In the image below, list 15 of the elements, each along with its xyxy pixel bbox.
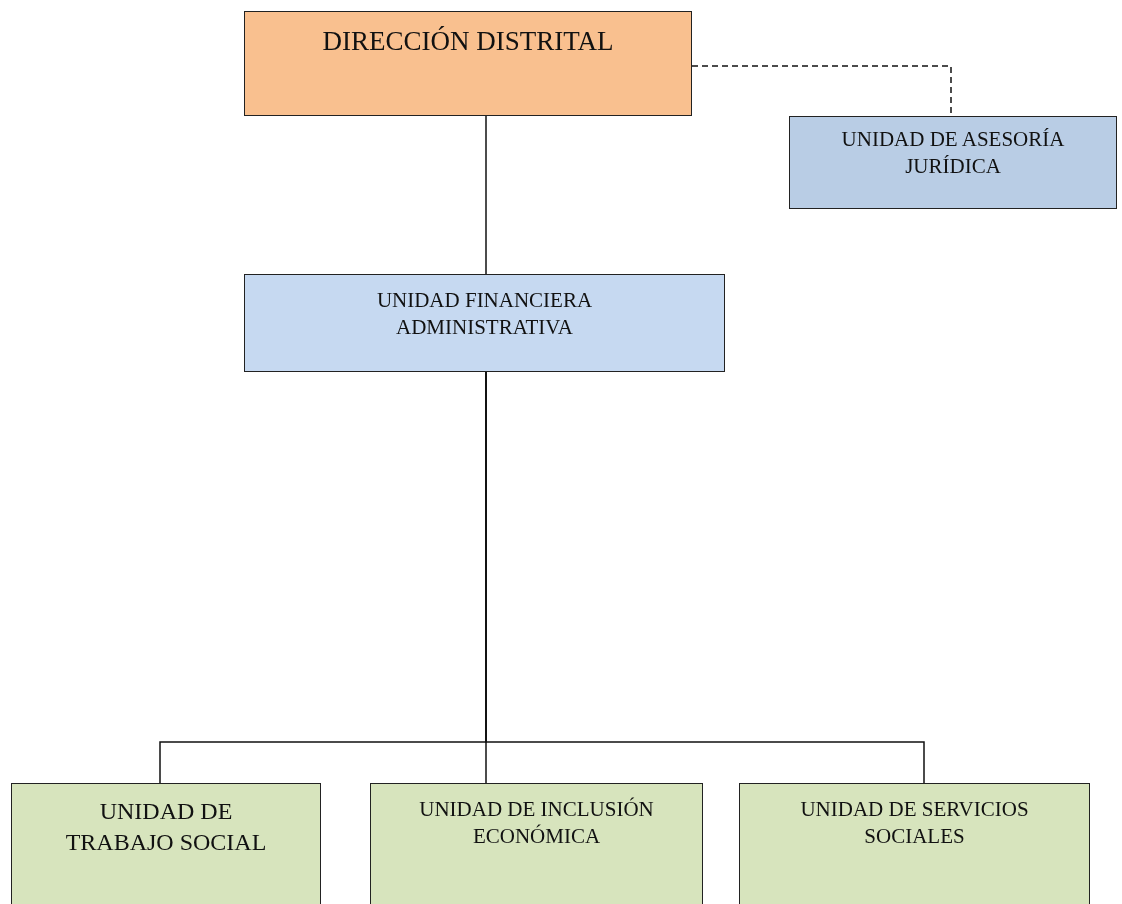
unit-name: UNIDAD FINANCIERA ADMINISTRATIVA (375, 287, 594, 342)
unit-box (244, 11, 692, 116)
connector (485, 371, 925, 784)
unit-box (11, 783, 321, 904)
unit-box (739, 783, 1090, 904)
connector (485, 115, 487, 275)
unit-box (244, 274, 725, 372)
unit-box (370, 783, 703, 904)
unit-name: DIRECCIÓN DISTRITAL (322, 25, 614, 58)
dashed-connector (691, 65, 952, 116)
unit-box (789, 116, 1117, 209)
unit-name: UNIDAD DE ASESORÍA JURÍDICA (840, 126, 1066, 181)
unit-name: UNIDAD DE INCLUSIÓN ECONÓMICA (418, 796, 655, 851)
unit-name: UNIDAD DE TRABAJO SOCIAL (64, 797, 268, 858)
unit-name: UNIDAD DE SERVICIOS SOCIALES (799, 796, 1030, 851)
